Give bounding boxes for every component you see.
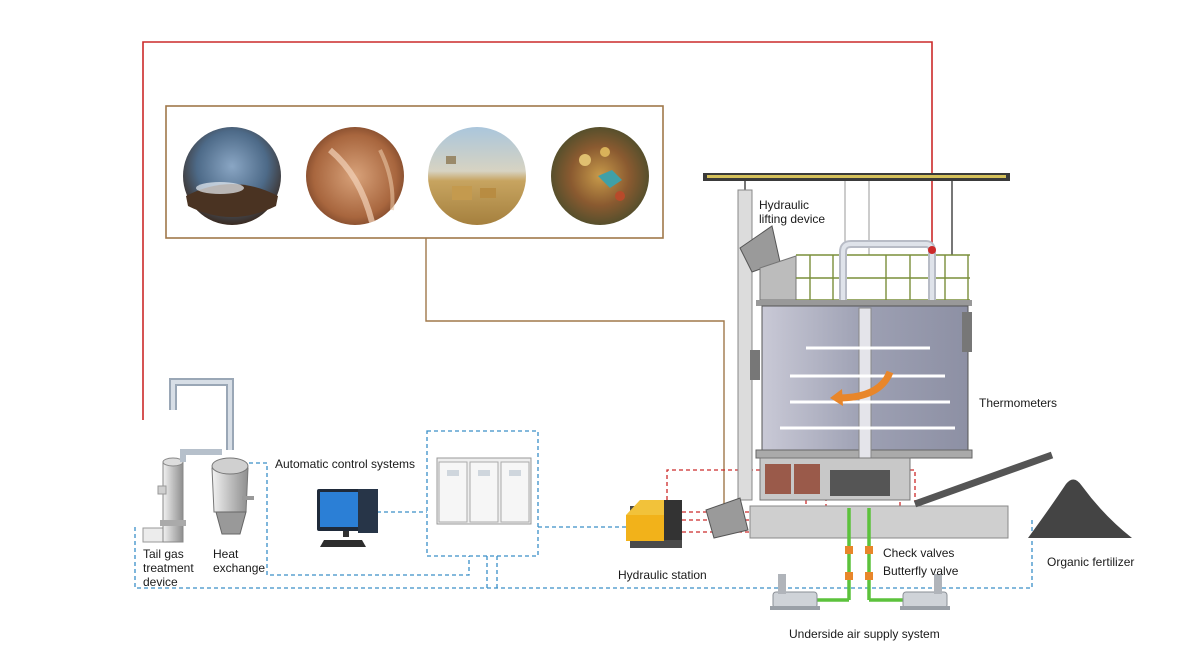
computer-monitor-icon [317, 489, 378, 547]
control-lines [134, 430, 1033, 589]
organic-fertilizer-label: Organic fertilizer [1047, 555, 1135, 569]
discharge-conveyor [913, 451, 1054, 508]
mixing-paddles [780, 346, 955, 430]
hydraulic-lifting-device-label: Hydraulic lifting device [759, 198, 826, 226]
check-valves-label: Check valves [883, 546, 955, 560]
feed-line [425, 238, 725, 515]
kitchen-waste-photo [551, 127, 649, 225]
check-valve-right [865, 546, 873, 554]
automatic-control-systems-label: Automatic control systems [275, 457, 416, 471]
check-valve-left [845, 546, 853, 554]
blower-left [770, 574, 820, 610]
fertilizer-pile-icon [1028, 479, 1132, 538]
raw-material-frame [165, 105, 664, 239]
hydraulic-station [626, 500, 682, 548]
underside-air-supply-label: Underside air supply system [789, 627, 940, 641]
heat-exchanger [169, 378, 254, 535]
tail-gas-treatment-label: Tail gas treatment device [143, 547, 194, 589]
control-cabinet [436, 457, 532, 525]
air-supply-pipes [815, 508, 905, 602]
fermentation-tank [703, 173, 1010, 539]
butterfly-valve-label: Butterfly valve [883, 564, 959, 578]
heat-exchange-label: Heat exchange [213, 547, 266, 575]
blower-right [900, 574, 950, 610]
muddy-field-photo [306, 127, 404, 225]
tail-gas-treatment-device [142, 457, 186, 543]
butterfly-valve-left [845, 572, 853, 580]
rotation-arrow [837, 370, 894, 402]
butterfly-valve-right [865, 572, 873, 580]
manure-steam-photo [183, 127, 281, 225]
thermometers-label: Thermometers [979, 396, 1058, 410]
hydraulic-station-label: Hydraulic station [618, 568, 707, 582]
straw-bales-photo [428, 127, 526, 225]
exhaust-line [142, 41, 933, 420]
